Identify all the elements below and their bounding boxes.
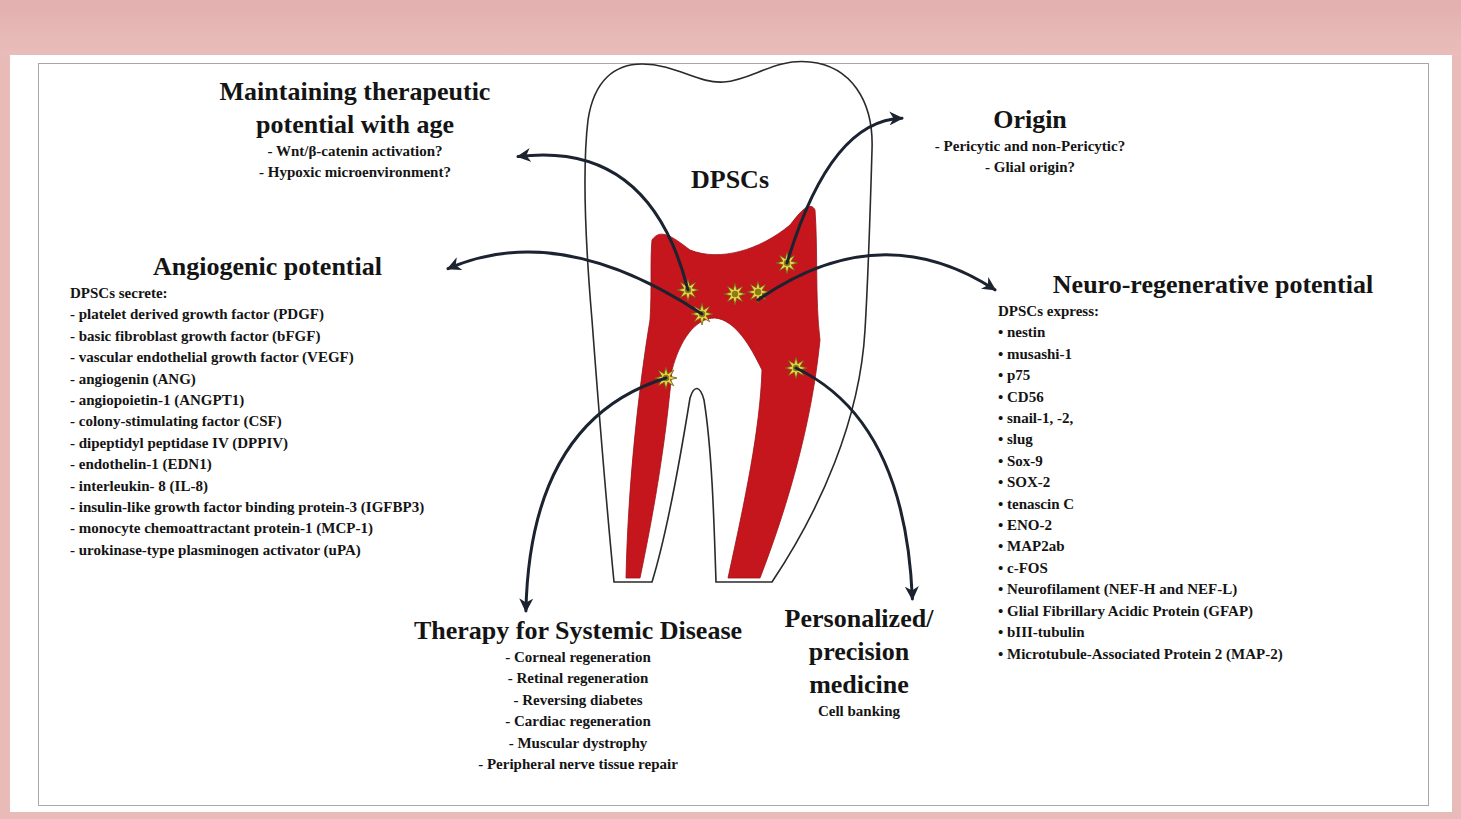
group-item: DPSCs secrete: xyxy=(70,283,445,304)
group-item: • bIII-tubulin xyxy=(998,622,1398,643)
group-item: • musashi-1 xyxy=(998,344,1398,365)
curved-arrow xyxy=(526,378,666,611)
group-item: • c-FOS xyxy=(998,558,1398,579)
dental-pulp xyxy=(626,206,820,578)
stem-cell xyxy=(724,283,746,305)
curved-arrow xyxy=(787,118,902,263)
group-item: • p75 xyxy=(998,365,1398,386)
group-item: - basic fibroblast growth factor (bFGF) xyxy=(70,326,445,347)
group-item: - Wnt/β-catenin activation? xyxy=(195,141,515,162)
group-item: - interleukin- 8 (IL-8) xyxy=(70,476,445,497)
group-item: - Hypoxic microenvironment? xyxy=(195,162,515,183)
topic-group: Neuro-regenerative potentialDPSCs expres… xyxy=(998,268,1398,665)
group-item: Cell banking xyxy=(770,701,948,721)
group-item: - Peripheral nerve tissue repair xyxy=(392,754,764,775)
group-item: - Muscular dystrophy xyxy=(392,733,764,754)
group-item: - Retinal regeneration xyxy=(392,668,764,689)
group-heading: Therapy for Systemic Disease xyxy=(392,614,764,647)
group-item: - angiopoietin-1 (ANGPT1) xyxy=(70,390,445,411)
group-item: - vascular endothelial growth factor (VE… xyxy=(70,347,445,368)
group-item: • nestin xyxy=(998,322,1398,343)
group-item: - insulin-like growth factor binding pro… xyxy=(70,497,445,518)
group-item: • tenascin C xyxy=(998,494,1398,515)
group-heading: Origin xyxy=(905,103,1155,136)
group-heading: Personalized/ precision medicine xyxy=(770,602,948,701)
group-item: • slug xyxy=(998,429,1398,450)
group-item: - Cardiac regeneration xyxy=(392,711,764,732)
group-heading: Maintaining therapeutic potential with a… xyxy=(195,75,515,141)
group-item: - dipeptidyl peptidase IV (DPPIV) xyxy=(70,433,445,454)
topic-group: Maintaining therapeutic potential with a… xyxy=(195,75,515,184)
group-item: • Neurofilament (NEF-H and NEF-L) xyxy=(998,579,1398,600)
curved-arrow xyxy=(448,252,702,314)
group-item: • Glial Fibrillary Acidic Protein (GFAP) xyxy=(998,601,1398,622)
curved-arrow xyxy=(758,255,995,300)
group-item: - Glial origin? xyxy=(905,157,1155,178)
group-item: • Microtubule-Associated Protein 2 (MAP-… xyxy=(998,644,1398,665)
top-band xyxy=(0,0,1461,56)
topic-group: Personalized/ precision medicineCell ban… xyxy=(770,602,948,721)
topic-group: Therapy for Systemic Disease- Corneal re… xyxy=(392,614,764,775)
topic-group: Angiogenic potentialDPSCs secrete:- plat… xyxy=(70,250,445,561)
group-item: - endothelin-1 (EDN1) xyxy=(70,454,445,475)
group-heading: Neuro-regenerative potential xyxy=(998,268,1398,301)
group-item: • CD56 xyxy=(998,387,1398,408)
tooth-outline xyxy=(585,62,872,582)
group-heading: Angiogenic potential xyxy=(70,250,445,283)
group-item: - platelet derived growth factor (PDGF) xyxy=(70,304,445,325)
group-item: DPSCs express: xyxy=(998,301,1398,322)
group-item: • ENO-2 xyxy=(998,515,1398,536)
group-item: - angiogenin (ANG) xyxy=(70,369,445,390)
group-item: - Reversing diabetes xyxy=(392,690,764,711)
group-item: - monocyte chemoattractant protein-1 (MC… xyxy=(70,518,445,539)
tooth-label: DPSCs xyxy=(575,165,885,195)
tooth-node: DPSCs xyxy=(575,55,885,595)
group-item: • snail-1, -2, xyxy=(998,408,1398,429)
curved-arrow xyxy=(518,155,688,290)
group-item: - Corneal regeneration xyxy=(392,647,764,668)
group-item: • SOX-2 xyxy=(998,472,1398,493)
group-item: - colony-stimulating factor (CSF) xyxy=(70,411,445,432)
white-panel xyxy=(10,55,1452,812)
group-item: • MAP2ab xyxy=(998,536,1398,557)
group-item: • Sox-9 xyxy=(998,451,1398,472)
group-item: - Pericytic and non-Pericytic? xyxy=(905,136,1155,157)
curved-arrow xyxy=(796,368,912,599)
topic-group: Origin- Pericytic and non-Pericytic?- Gl… xyxy=(905,103,1155,179)
group-item: - urokinase-type plasminogen activator (… xyxy=(70,540,445,561)
